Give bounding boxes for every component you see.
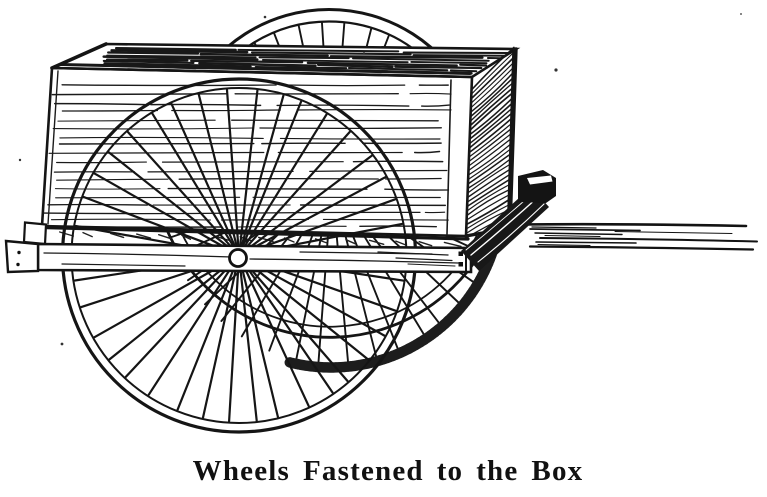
svg-text:Wheels Fastened to the Box: Wheels Fastened to the Box — [193, 455, 584, 487]
